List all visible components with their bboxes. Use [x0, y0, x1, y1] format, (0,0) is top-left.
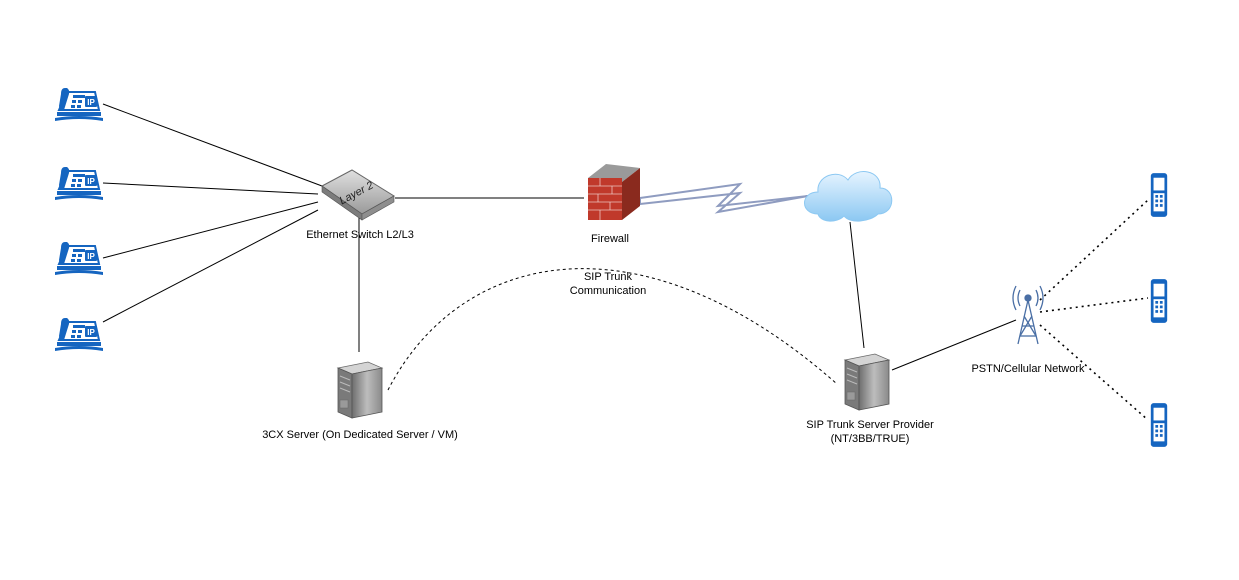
firewall-label: Firewall	[591, 233, 629, 245]
sip-provider-server-icon	[844, 353, 890, 411]
sip-trunk-arc	[387, 268, 838, 391]
connections	[102, 103, 1017, 371]
sip-provider-label-line2: (NT/3BB/TRUE)	[830, 433, 910, 445]
link-phone2-switch	[102, 182, 319, 195]
switch-label: Ethernet Switch L2/L3	[306, 229, 414, 241]
internet-cloud-icon	[804, 171, 893, 222]
ip-phone-3-icon	[54, 240, 104, 277]
link-phone4-switch	[102, 209, 319, 323]
3cx-server-label: 3CX Server (On Dedicated Server / VM)	[262, 429, 458, 441]
wireless-links	[1039, 199, 1149, 421]
ip-phone-1-icon	[54, 86, 104, 123]
link-provider-tower	[891, 319, 1017, 371]
ip-phone-4-icon	[54, 316, 104, 353]
sip-trunk-label-line2: Communication	[569, 285, 647, 297]
wan-lightning-icon	[639, 182, 809, 214]
link-phone1-switch	[102, 103, 323, 187]
sip-provider-label-line1: SIP Trunk Server Provider	[806, 419, 934, 431]
firewall-icon	[588, 164, 640, 220]
mobile-phone-1-icon	[1150, 173, 1168, 217]
ip-phone-2-icon	[54, 165, 104, 202]
sip-trunk-label-line1: SIP Trunk	[583, 271, 633, 283]
link-cloud-provider	[849, 221, 865, 349]
link-phone3-switch	[102, 201, 319, 259]
ethernet-switch-icon: Layer 2	[321, 169, 395, 221]
mobile-phone-2-icon	[1150, 279, 1168, 323]
mobile-phone-3-icon	[1150, 403, 1168, 447]
3cx-server-icon	[337, 361, 383, 419]
pstn-label: PSTN/Cellular Network	[971, 363, 1085, 375]
cell-tower-icon	[1012, 285, 1044, 345]
